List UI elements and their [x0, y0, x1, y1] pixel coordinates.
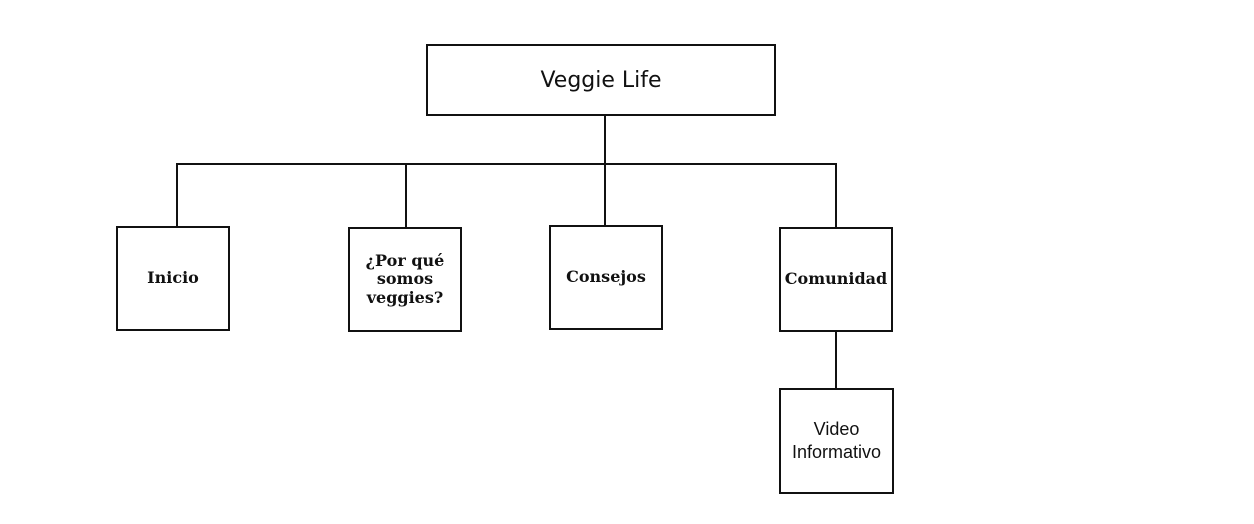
node-inicio-label: Inicio [147, 268, 199, 288]
node-consejos-label: Consejos [566, 267, 646, 287]
node-inicio: Inicio [116, 226, 230, 331]
connector-por-que [405, 163, 407, 228]
node-comunidad: Comunidad [779, 227, 893, 332]
connector-inicio [176, 163, 178, 227]
root-node: Veggie Life [426, 44, 776, 116]
connector-consejos [604, 163, 606, 226]
connector-comunidad [835, 163, 837, 228]
horizontal-connector [176, 163, 837, 165]
root-connector [604, 116, 606, 164]
node-video-informativo: Video Informativo [779, 388, 894, 494]
root-node-label: Veggie Life [540, 67, 662, 93]
node-video-label: Video Informativo [791, 418, 882, 462]
node-comunidad-label: Comunidad [784, 269, 888, 289]
node-por-que-label: ¿Por qué somos veggies? [365, 250, 445, 307]
node-consejos: Consejos [549, 225, 663, 330]
connector-video [835, 331, 837, 389]
node-por-que-somos-veggies: ¿Por qué somos veggies? [348, 227, 462, 332]
